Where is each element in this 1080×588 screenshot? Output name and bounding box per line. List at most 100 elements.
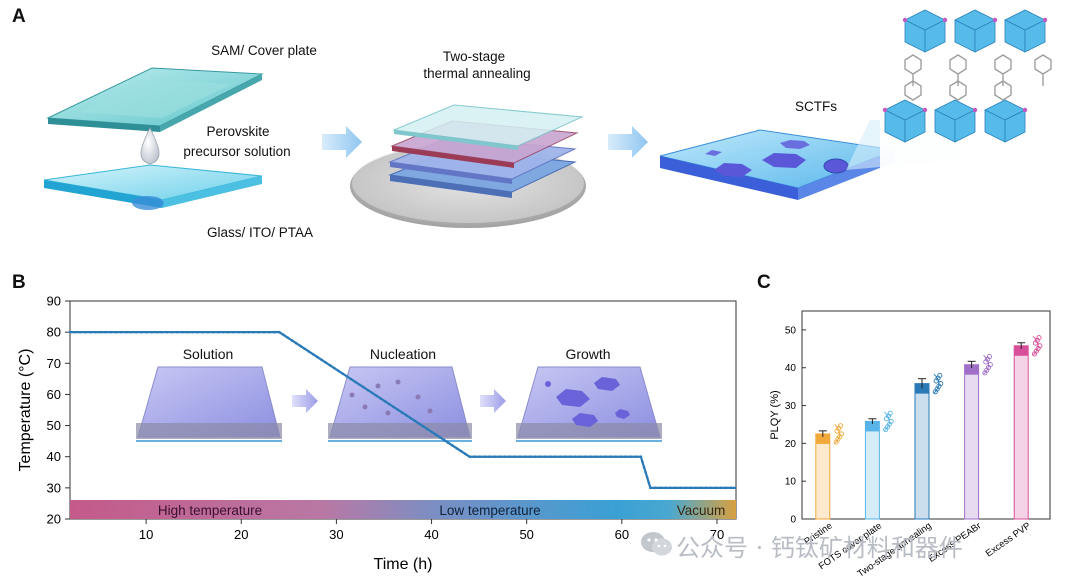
line-marker (383, 400, 387, 403)
line-marker (392, 405, 395, 409)
line-marker (282, 333, 285, 337)
line-marker (694, 486, 698, 490)
line-marker (614, 455, 617, 459)
line-marker (659, 486, 662, 490)
stage-label-growth: Growth (565, 346, 611, 362)
line-marker (689, 486, 692, 490)
cover-plate-illustration (46, 67, 264, 132)
line-marker (307, 350, 311, 353)
line-marker (579, 455, 582, 459)
line-marker (654, 486, 657, 490)
line-marker (589, 455, 592, 459)
line-marker (498, 455, 502, 459)
y-axis-label: PLQY (%) (769, 390, 781, 439)
y-tick-label: 80 (47, 325, 61, 340)
temperature-series-markers (68, 330, 733, 490)
line-marker (358, 383, 361, 387)
line-marker (569, 455, 572, 459)
distribution-curve (983, 354, 990, 375)
data-point (1036, 335, 1042, 341)
bar (1013, 345, 1029, 520)
line-marker (181, 330, 184, 334)
line-marker (226, 330, 230, 334)
line-marker (247, 330, 250, 334)
line-marker (684, 486, 687, 490)
line-marker (528, 455, 532, 459)
substrate-illustration (43, 164, 263, 210)
line-marker (294, 341, 298, 345)
line-marker (438, 436, 442, 439)
line-marker (396, 408, 400, 411)
line-marker (371, 391, 374, 395)
y-tick-label: 70 (47, 356, 61, 371)
y-tick-label: 40 (47, 449, 61, 464)
stage-label-nucleation: Nucleation (369, 346, 437, 362)
stage-arrow (292, 389, 318, 413)
line-marker (150, 330, 153, 334)
line-marker (634, 455, 638, 459)
line-marker (468, 455, 471, 459)
y-tick-label: 10 (785, 477, 797, 488)
bar-cap (865, 421, 880, 432)
sam-cover-plate-label: SAM/ Cover plate (211, 43, 317, 58)
y-tick-label: 50 (47, 418, 61, 433)
annealing-label-line1: Two-stage (442, 49, 506, 64)
line-marker (267, 330, 271, 334)
line-marker (704, 486, 708, 490)
line-marker (216, 330, 220, 334)
precursor-label-line2: precursor solution (183, 144, 291, 159)
line-marker (379, 397, 383, 400)
y-tick-label: 60 (47, 387, 61, 402)
line-marker (299, 344, 302, 348)
condition-band (70, 500, 736, 519)
precursor-label-line1: Perovskite (206, 124, 270, 139)
annealing-label-line2: thermal annealing (423, 66, 531, 81)
y-tick-label: 20 (47, 512, 61, 527)
bar (864, 420, 880, 520)
distribution-curve (1032, 336, 1039, 356)
line-marker (548, 455, 552, 459)
line-marker (574, 455, 577, 459)
y-tick-label: 40 (785, 363, 797, 374)
panel-c-letter: C (757, 272, 771, 293)
line-marker (417, 422, 421, 425)
line-marker (345, 375, 349, 378)
bar (914, 383, 930, 520)
line-marker (278, 330, 281, 334)
line-marker (473, 455, 476, 459)
y-tick-label: 20 (785, 439, 797, 450)
x-tick-label: 70 (710, 527, 724, 542)
line-marker (196, 330, 199, 334)
line-marker (604, 455, 607, 459)
line-marker (332, 366, 336, 370)
bar (964, 364, 980, 520)
band-label-high-temperature: High temperature (157, 503, 263, 518)
line-marker (641, 460, 644, 464)
line-marker (624, 455, 628, 459)
line-marker (252, 330, 256, 334)
stage-growth-illustration (516, 366, 662, 442)
line-marker (328, 364, 332, 367)
line-marker (609, 455, 612, 459)
process-arrow (608, 126, 648, 158)
line-marker (201, 330, 205, 334)
glass-ito-ptaa-label: Glass/ ITO/ PTAA (206, 225, 314, 240)
data-point (887, 410, 893, 416)
y-tick-label: 90 (47, 294, 61, 309)
line-marker (206, 330, 210, 334)
line-marker (518, 455, 522, 459)
line-marker (341, 372, 345, 375)
line-marker (483, 455, 487, 459)
line-marker (553, 455, 557, 459)
line-marker (400, 411, 404, 414)
line-marker (503, 455, 507, 459)
line-marker (649, 486, 652, 490)
line-marker (421, 424, 425, 428)
bar-cap (815, 433, 830, 444)
precursor-droplet (140, 127, 160, 165)
line-marker (426, 427, 429, 431)
line-marker (714, 486, 718, 490)
line-marker (599, 455, 602, 459)
